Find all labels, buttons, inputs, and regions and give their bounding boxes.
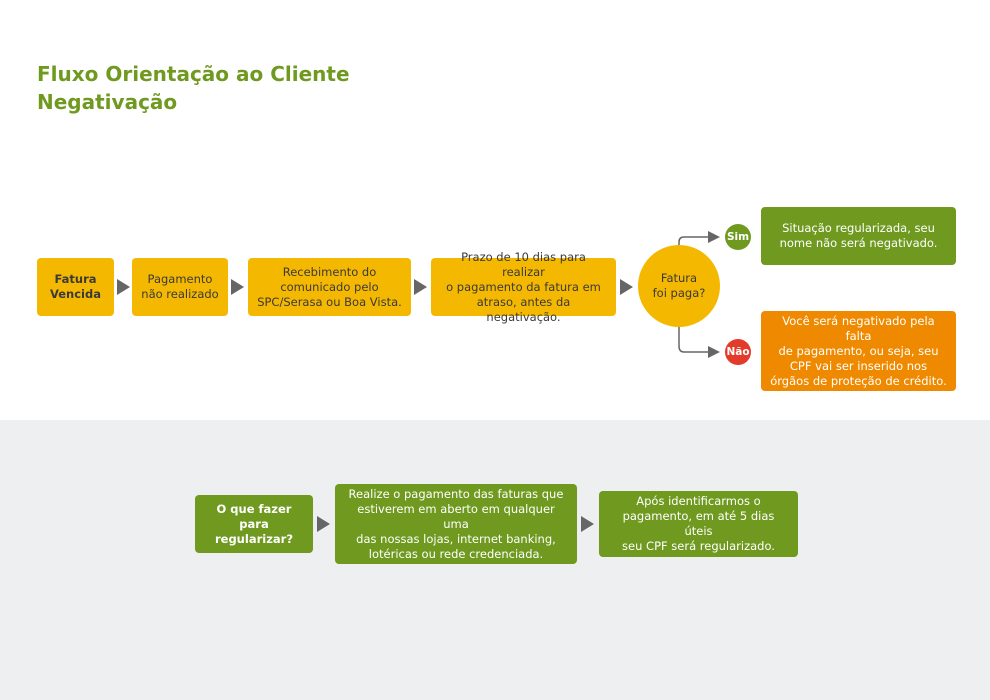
regularize-step-1: Realize o pagamento das faturas que esti…: [335, 484, 577, 564]
title-line-2: Negativação: [37, 90, 178, 114]
flow-step-4-text: Prazo de 10 dias para realizar o pagamen…: [446, 249, 601, 324]
flow-step-pagamento: Pagamento não realizado: [132, 258, 228, 316]
flow-step-2-text: Pagamento não realizado: [141, 272, 219, 301]
connector-yes: [678, 236, 710, 245]
decision-fatura-paga: Fatura foi paga?: [638, 245, 720, 327]
decision-text: Fatura foi paga?: [652, 271, 706, 300]
arrowhead-no: [708, 346, 720, 358]
flow-step-fatura-vencida: Fatura Vencida: [37, 258, 114, 316]
flow-step-3-text: Recebimento do comunicado pelo SPC/Seras…: [257, 264, 402, 309]
flow-step-1-text: Fatura Vencida: [49, 272, 101, 301]
flow-step-prazo: Prazo de 10 dias para realizar o pagamen…: [431, 250, 616, 324]
outcome-no: Você será negativado pela falta de pagam…: [761, 311, 956, 391]
arrow-right-icon: [620, 279, 633, 295]
connector-no: [678, 327, 710, 353]
outcome-yes-text: Situação regularizada, seu nome não será…: [779, 221, 938, 250]
arrow-right-icon: [231, 279, 244, 295]
regularize-step-2-text: Após identificarmos o pagamento, em até …: [622, 494, 775, 553]
regularize-question-text: O que fazer para regularizar?: [214, 501, 293, 546]
outcome-no-text: Você será negativado pela falta de pagam…: [770, 313, 947, 388]
flow-step-recebimento: Recebimento do comunicado pelo SPC/Seras…: [248, 258, 411, 316]
regularize-question: O que fazer para regularizar?: [195, 495, 313, 553]
arrow-right-icon: [581, 516, 594, 532]
arrow-right-icon: [317, 516, 330, 532]
arrowhead-yes: [708, 231, 720, 243]
page-title: Fluxo Orientação ao Cliente Negativação: [37, 60, 350, 116]
arrow-right-icon: [414, 279, 427, 295]
regularize-step-1-text: Realize o pagamento das faturas que esti…: [348, 486, 564, 561]
title-line-1: Fluxo Orientação ao Cliente: [37, 62, 350, 86]
arrow-right-icon: [117, 279, 130, 295]
outcome-yes: Situação regularizada, seu nome não será…: [761, 207, 956, 265]
yes-badge: Sim: [725, 224, 751, 250]
no-badge: Não: [725, 339, 751, 365]
regularize-step-2: Após identificarmos o pagamento, em até …: [599, 491, 798, 557]
